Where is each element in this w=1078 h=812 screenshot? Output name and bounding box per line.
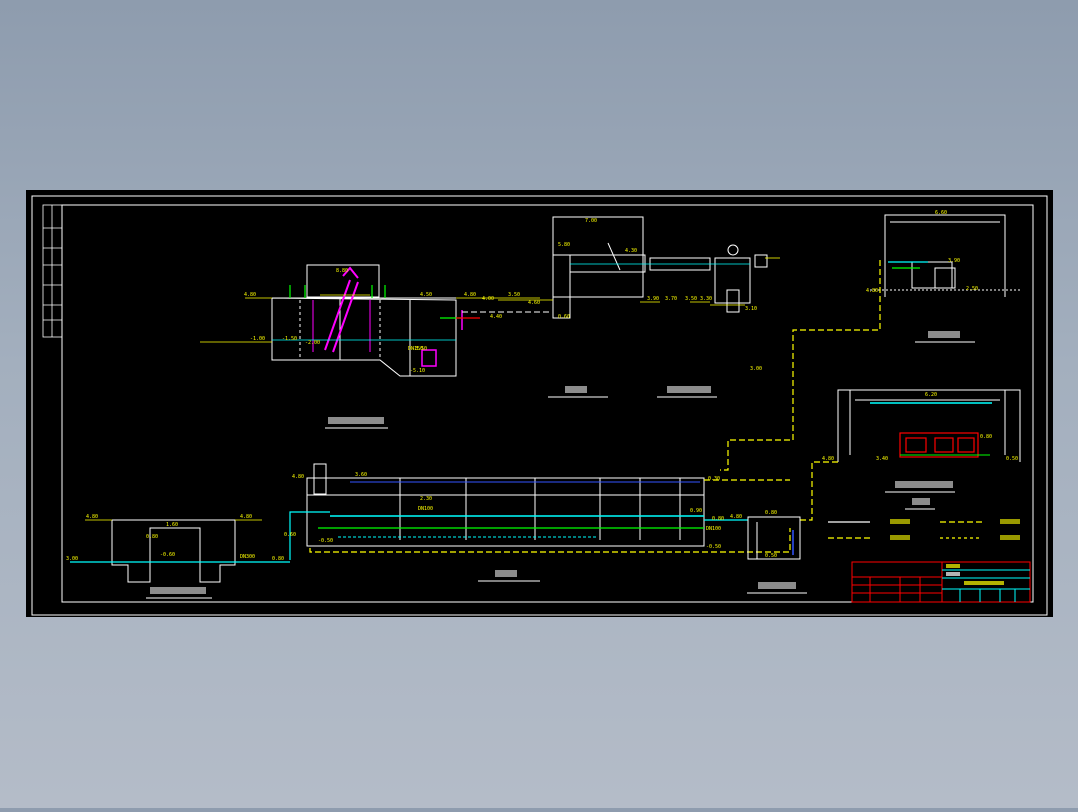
elev-dewater-left: 4.80 [866, 288, 878, 294]
elev-mbr-bottom: -0.50 [318, 538, 333, 544]
elev-dewater-pipe: 2.50 [966, 286, 978, 292]
elev-grit-inner2: 4.00 [482, 296, 494, 302]
elev-pipe1: 4.60 [528, 300, 540, 306]
elev-tank-left: 4.80 [86, 514, 98, 520]
legend [828, 519, 1020, 540]
title-block [851, 561, 1031, 603]
section-title-glyphs [150, 331, 960, 594]
elev-tank-in: 1.60 [166, 522, 178, 528]
elev-fine1: 3.90 [647, 296, 659, 302]
elev-mbr-low: 0.30 [708, 476, 720, 482]
elev-clean-left: 4.80 [730, 514, 742, 520]
elev-pipe2: 4.40 [490, 314, 502, 320]
elev-grit-low2: -2.00 [305, 340, 320, 346]
grit-level-lines [200, 294, 540, 343]
elev-blower-pipe: 0.80 [980, 434, 992, 440]
elev-tank-bottom: -0.60 [160, 552, 175, 558]
blower-equipment [899, 432, 979, 458]
elev-outlet2: 0.60 [284, 532, 296, 538]
inner-border [61, 204, 1034, 603]
note-pump-label: DN150 [408, 346, 423, 352]
elev-vert-pipe: 3.00 [750, 366, 762, 372]
elev-fine2: 3.70 [665, 296, 677, 302]
elev-blower-mid: 3.40 [876, 456, 888, 462]
elev-mbr-water: 0.90 [690, 508, 702, 514]
elev-grit-left: 4.80 [244, 292, 256, 298]
elev-outlet: 0.80 [272, 556, 284, 562]
elev-clean-top: 0.80 [765, 510, 777, 516]
elev-screen-low: 3.50 [508, 292, 520, 298]
elev-blower-low: 0.50 [1006, 456, 1018, 462]
elev-mbr-left: 4.80 [292, 474, 304, 480]
elev-screen-right: 4.30 [625, 248, 637, 254]
elev-grit-top: 8.80 [336, 268, 348, 274]
elev-dewater-top: 6.60 [935, 210, 947, 216]
regulating-tank [111, 519, 236, 583]
elev-screen-mid: 5.80 [558, 242, 570, 248]
dewater-pipes [720, 260, 928, 471]
note-mbr-outlet: DN100 [706, 526, 721, 532]
elev-grit-right: 4.80 [464, 292, 476, 298]
elev-grit-low3: -3.50 [412, 346, 427, 352]
elev-mbr-in: 0.80 [712, 516, 724, 522]
elev-tank-right: 4.80 [240, 514, 252, 520]
outer-border [31, 195, 1048, 616]
elev-grit-inner1: 4.50 [420, 292, 432, 298]
screen-levels [498, 257, 780, 306]
elev-fine4: 3.30 [700, 296, 712, 302]
elev-clean-low: 0.50 [765, 553, 777, 559]
elev-fine5: 3.10 [745, 306, 757, 312]
elev-tank-top: 0.80 [146, 534, 158, 540]
elev-screen-top: 7.00 [585, 218, 597, 224]
elev-blower-left: 4.80 [822, 456, 834, 462]
section-title-underlines [146, 341, 975, 599]
elev-screen-bottom: 0.60 [558, 314, 570, 320]
elev-grit-bottom: -5.10 [410, 368, 425, 374]
dewater-room [870, 214, 1020, 297]
elev-fine3: 3.50 [685, 296, 697, 302]
note-mbr-outlet2: DN100 [418, 506, 433, 512]
elev-sludge-main: -0.50 [706, 544, 721, 550]
revision-strip [42, 204, 63, 338]
elev-inlet-left: 3.00 [66, 556, 78, 562]
mbr-sludge-return [309, 528, 791, 553]
elev-grit-low1: -1.50 [282, 336, 297, 342]
clean-tank [747, 516, 801, 560]
elev-grit-inlet: -1.00 [250, 336, 265, 342]
elev-mbr-level1: 3.60 [355, 472, 367, 478]
blower-sludge-line [800, 461, 838, 521]
elev-mbr-level2: 2.30 [420, 496, 432, 502]
note-inlet-line: DN300 [240, 554, 255, 560]
elev-dewater-mid: 3.90 [948, 258, 960, 264]
mbr-inlet-pipe [289, 511, 330, 560]
elev-blower-top: 6.20 [925, 392, 937, 398]
blower-room [837, 389, 1021, 462]
mbr-tank [306, 463, 705, 547]
